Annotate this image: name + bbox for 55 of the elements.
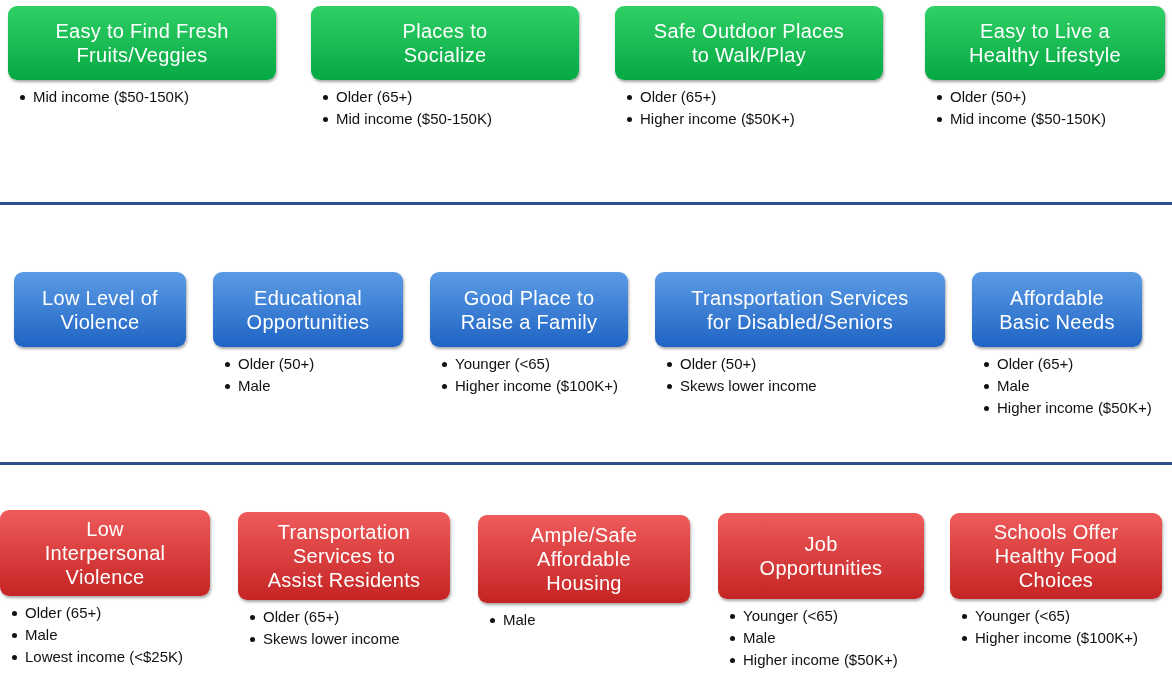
bullet-item: Male (25, 625, 58, 645)
category-title: Easy to Find Fresh Fruits/Veggies (54, 19, 230, 67)
category-box (0, 510, 210, 596)
bullet-item: Younger (<65) (455, 354, 550, 374)
category-box (213, 272, 403, 347)
category-box (311, 6, 579, 80)
bullet-item: Younger (<65) (975, 606, 1070, 626)
category-title: Educational Opportunities (245, 285, 371, 334)
category-box (655, 272, 945, 347)
category-title: Schools Offer Healthy Food Choices (992, 520, 1120, 592)
category-box (972, 272, 1142, 347)
bullet-item: Male (238, 376, 271, 396)
category-title: Safe Outdoor Places to Walk/Play (652, 19, 846, 67)
category-box (430, 272, 628, 347)
bullet-item: Skews lower income (680, 376, 817, 396)
category-box (925, 6, 1165, 80)
bullet-item: Male (997, 376, 1030, 396)
bullet-item: Mid income ($50-150K) (336, 109, 492, 129)
category-box (615, 6, 883, 80)
bullet-item: Higher income ($100K+) (975, 628, 1138, 648)
bullet-item: Higher income ($50K+) (640, 109, 795, 129)
bullet-item: Lowest income (<$25K) (25, 647, 183, 667)
category-title: Low Interpersonal Violence (43, 517, 167, 589)
bullet-item: Mid income ($50-150K) (950, 109, 1106, 129)
category-title: Transportation Services for Disabled/Seniors (690, 285, 910, 334)
category-box (8, 6, 276, 80)
bullet-item: Older (65+) (336, 87, 413, 107)
category-box (478, 515, 690, 603)
bullet-item: Younger (<65) (743, 606, 838, 626)
category-box (14, 272, 186, 347)
bullet-item: Higher income ($50K+) (997, 398, 1152, 418)
category-title: Low Level of Violence (41, 285, 159, 334)
category-title: Ample/Safe Affordable Housing (529, 523, 639, 595)
bullet-item: Older (65+) (997, 354, 1074, 374)
bullet-item: Older (65+) (640, 87, 717, 107)
bullet-item: Higher income ($100K+) (455, 376, 618, 396)
bullet-item: Male (743, 628, 776, 648)
category-box (950, 513, 1162, 599)
bullet-item: Older (50+) (950, 87, 1027, 107)
category-title: Affordable Basic Needs (998, 285, 1116, 334)
bullet-item: Mid income ($50-150K) (33, 87, 189, 107)
category-title: Job Opportunities (758, 532, 884, 580)
category-title: Transportation Services to Assist Residents (266, 520, 422, 592)
category-title: Good Place to Raise a Family (459, 285, 599, 334)
category-title: Places to Socialize (401, 19, 489, 67)
category-box (238, 512, 450, 600)
category-title: Easy to Live a Healthy Lifestyle (968, 19, 1122, 67)
bullet-item: Older (65+) (263, 607, 340, 627)
bullet-item: Older (65+) (25, 603, 102, 623)
bullet-item: Higher income ($50K+) (743, 650, 898, 670)
bullet-item: Skews lower income (263, 629, 400, 649)
bullet-item: Older (50+) (680, 354, 757, 374)
bullet-item: Older (50+) (238, 354, 315, 374)
category-box (718, 513, 924, 599)
bullet-item: Male (503, 610, 536, 630)
